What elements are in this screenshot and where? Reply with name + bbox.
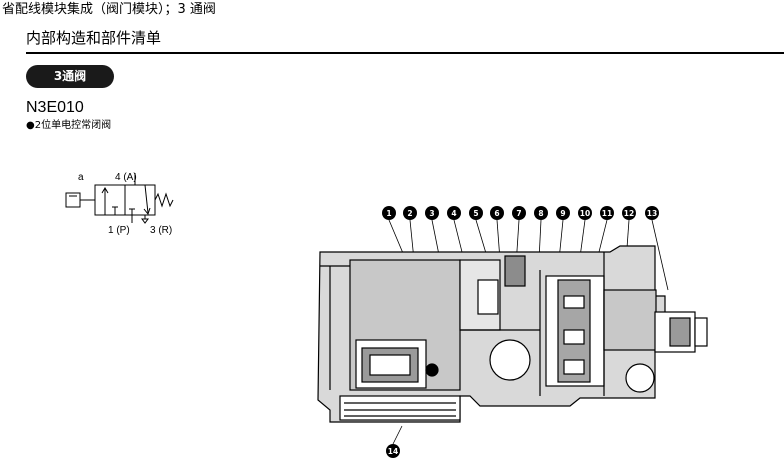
callout-markers: 1 2 3 4 5 6 7 8 9 10 11 12 13 14: [382, 206, 659, 458]
callout-9: 9: [556, 206, 570, 220]
svg-text:11: 11: [602, 209, 612, 218]
svg-text:4: 4: [451, 209, 456, 218]
callout-14: 14: [386, 444, 400, 458]
callout-4: 4: [447, 206, 461, 220]
callout-1: 1: [382, 206, 396, 220]
callout-2: 2: [403, 206, 417, 220]
svg-text:6: 6: [494, 209, 499, 218]
svg-text:2: 2: [407, 209, 412, 218]
svg-text:12: 12: [624, 209, 634, 218]
svg-text:14: 14: [388, 447, 398, 456]
valve-body: [317, 245, 708, 423]
svg-text:7: 7: [516, 209, 521, 218]
valve-type-badge: 3通阀: [26, 65, 114, 88]
callout-7: 7: [512, 206, 526, 220]
pneumatic-symbol: a 4 (A) 1 (P) 3 (R): [65, 172, 174, 236]
symbol-port-r-label: 3 (R): [150, 225, 172, 236]
svg-text:1: 1: [386, 209, 391, 218]
section-title: 内部构造和部件清单: [26, 29, 162, 47]
model-code: N3E010: [26, 99, 84, 116]
svg-text:13: 13: [647, 209, 657, 218]
svg-text:5: 5: [473, 209, 478, 218]
callout-6: 6: [490, 206, 504, 220]
valve-cross-section: 1 2 3 4 5 6 7 8 9 10 11 12 13 14: [317, 206, 708, 458]
symbol-solenoid-label: a: [78, 172, 84, 183]
svg-text:3: 3: [429, 209, 434, 218]
callout-11: 11: [600, 206, 614, 220]
callout-13: 13: [645, 206, 659, 220]
svg-text:8: 8: [538, 209, 543, 218]
model-description: ●2位单电控常闭阀: [26, 120, 112, 131]
svg-text:9: 9: [560, 209, 565, 218]
valve-boxes-icon: [94, 173, 174, 224]
title-rule: [26, 52, 784, 54]
solenoid-symbol-icon: [65, 192, 95, 208]
callout-8: 8: [534, 206, 548, 220]
callout-5: 5: [469, 206, 483, 220]
page-header: 省配线模块集成（阀门模块）；3 通阀: [2, 2, 216, 17]
callout-12: 12: [622, 206, 636, 220]
callout-10: 10: [578, 206, 592, 220]
symbol-port-a-label: 4 (A): [115, 172, 137, 183]
callout-3: 3: [425, 206, 439, 220]
symbol-port-p-label: 1 (P): [108, 225, 130, 236]
svg-text:10: 10: [580, 209, 590, 218]
